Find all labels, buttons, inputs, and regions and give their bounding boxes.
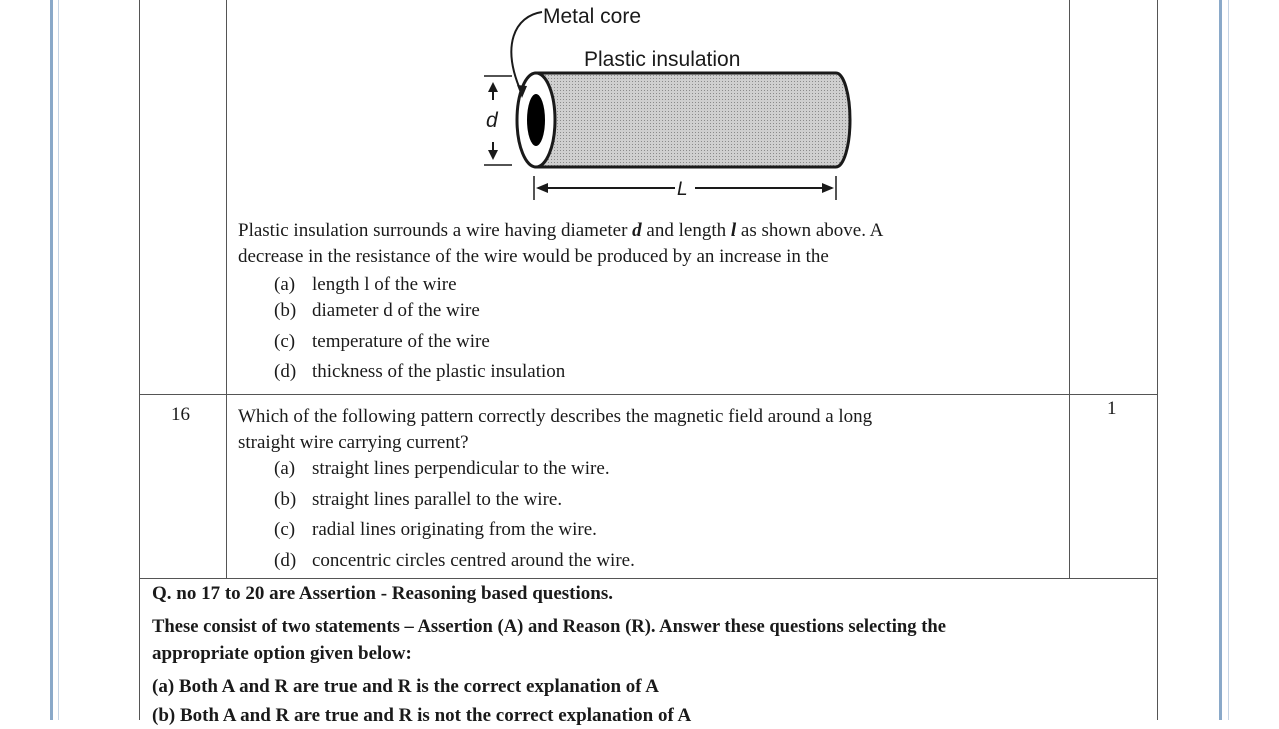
q15-option-c: (c)temperature of the wire <box>274 331 490 352</box>
q15-var-d: d <box>632 220 642 241</box>
page-border-left <box>50 0 53 720</box>
table-col-divider-2 <box>1069 0 1070 578</box>
page-border-right <box>1219 0 1222 720</box>
q16-option-a: (a)straight lines perpendicular to the w… <box>274 458 610 479</box>
q15-var-l: l <box>730 220 737 241</box>
page-border-right-inner <box>1228 0 1229 720</box>
assertion-heading: Q. no 17 to 20 are Assertion - Reasoning… <box>152 583 613 604</box>
length-label: L <box>677 179 688 200</box>
q16-option-b: (b)straight lines parallel to the wire. <box>274 489 563 510</box>
table-border-right <box>1157 0 1158 720</box>
diameter-label: d <box>486 109 499 132</box>
table-col-divider-1 <box>226 0 227 578</box>
q16-option-d: (d)concentric circles centred around the… <box>274 550 635 571</box>
wire-diagram: Metal core Plastic insulation d L <box>484 5 852 200</box>
q15-text-line2: decrease in the resistance of the wire w… <box>238 246 829 267</box>
page-border-left-inner <box>58 0 59 720</box>
insulation-label: Plastic insulation <box>584 48 740 71</box>
table-border-left <box>139 0 140 720</box>
assertion-option-b: (b) Both A and R are true and R is not t… <box>152 705 692 726</box>
assertion-intro-line1: These consist of two statements – Assert… <box>152 616 946 637</box>
q16-option-c: (c)radial lines originating from the wir… <box>274 519 597 540</box>
assertion-intro-line2: appropriate option given below: <box>152 643 412 664</box>
q16-text-line1: Which of the following pattern correctly… <box>238 406 873 427</box>
q15-option-b: (b)diameter d of the wire <box>274 300 480 321</box>
q15-option-a: (a)length l of the wire <box>274 274 457 295</box>
table-row-divider-2 <box>139 578 1158 579</box>
q16-marks: 1 <box>1107 398 1117 419</box>
metal-core <box>527 94 545 146</box>
table-row-divider-1 <box>139 394 1158 395</box>
q16-number: 16 <box>171 404 190 425</box>
q16-text-line2: straight wire carrying current? <box>238 432 469 453</box>
q15-text-line1: Plastic insulation surrounds a wire havi… <box>238 220 884 241</box>
insulation-body <box>534 71 852 169</box>
assertion-option-a: (a) Both A and R are true and R is the c… <box>152 676 660 697</box>
q15-option-d: (d)thickness of the plastic insulation <box>274 361 566 382</box>
metal-core-label: Metal core <box>543 5 641 28</box>
